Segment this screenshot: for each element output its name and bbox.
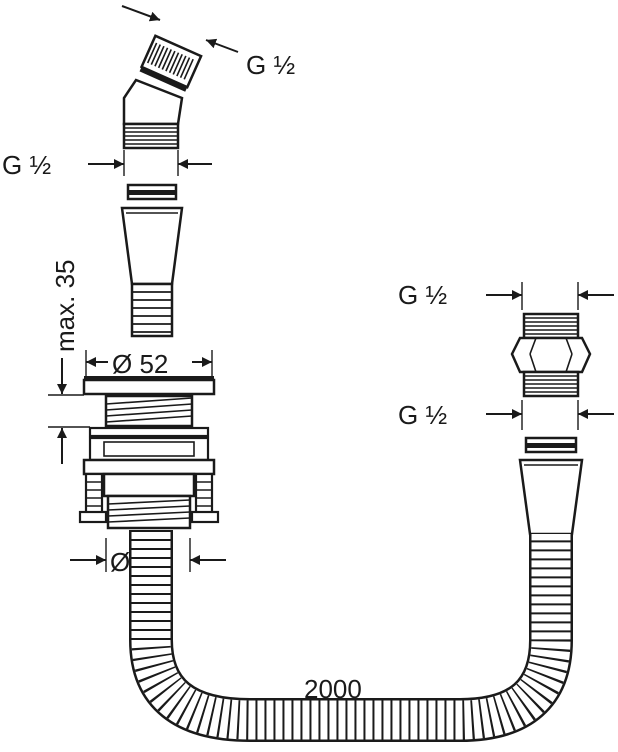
label-thread-angle-top: G ½ bbox=[246, 50, 295, 80]
hose-connector-left bbox=[120, 183, 184, 338]
dim-max-height: max. 35 bbox=[48, 260, 90, 464]
dim-left-thread: G ½ bbox=[2, 150, 212, 180]
dim-nipple-top: G ½ bbox=[398, 280, 614, 310]
hose-connector-right bbox=[518, 436, 584, 536]
label-max-height: max. 35 bbox=[50, 260, 80, 353]
label-hose-length: 2000 bbox=[304, 674, 362, 704]
label-diameter-flange: Ø 52 bbox=[112, 349, 168, 379]
dim-diameter-flange: Ø 52 bbox=[85, 349, 213, 379]
label-thread-nipple-top: G ½ bbox=[398, 280, 447, 310]
angle-connector bbox=[122, 34, 203, 150]
shower-hose bbox=[129, 530, 573, 742]
dim-top-thread: G ½ bbox=[121, 5, 295, 80]
hex-nipple bbox=[510, 312, 592, 398]
wall-flange-body bbox=[78, 376, 220, 530]
dim-nipple-bottom: G ½ bbox=[398, 400, 614, 430]
label-thread-left: G ½ bbox=[2, 150, 51, 180]
label-thread-nipple-bottom: G ½ bbox=[398, 400, 447, 430]
